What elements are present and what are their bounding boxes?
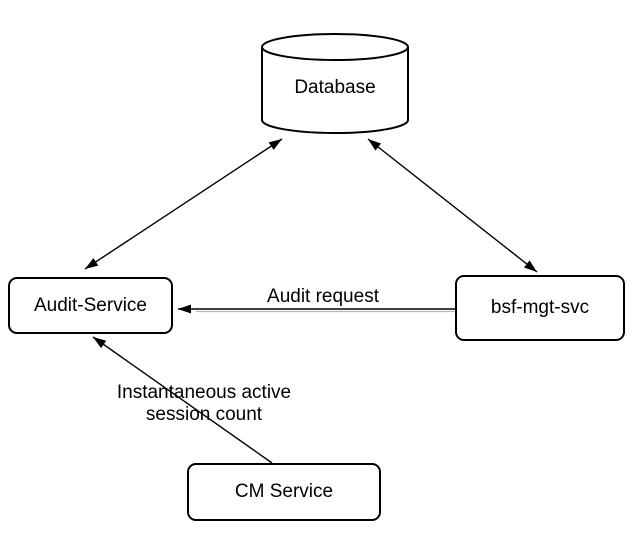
edge-label-audit-request: Audit request bbox=[267, 286, 379, 307]
node-audit-service: Audit-Service bbox=[8, 277, 173, 334]
node-cm-service: CM Service bbox=[187, 463, 381, 521]
edge-session-count bbox=[92, 336, 273, 464]
node-audit-service-label: Audit-Service bbox=[34, 294, 147, 316]
node-bsf-mgt-svc-label: bsf-mgt-svc bbox=[490, 297, 590, 318]
database-cylinder-top bbox=[261, 33, 409, 61]
node-bsf-mgt-svc: bsf-mgt-svc bbox=[455, 275, 625, 341]
edge-bsf-mgt-svc-database bbox=[367, 138, 538, 273]
node-cm-service-label: CM Service bbox=[234, 481, 334, 502]
node-database: Database bbox=[262, 42, 408, 133]
node-database-label: Database bbox=[294, 76, 376, 98]
edge-label-session-count: Instantaneous active session count bbox=[116, 382, 292, 425]
database-cylinder-body bbox=[261, 47, 409, 134]
edge-audit-service-database bbox=[84, 138, 283, 270]
